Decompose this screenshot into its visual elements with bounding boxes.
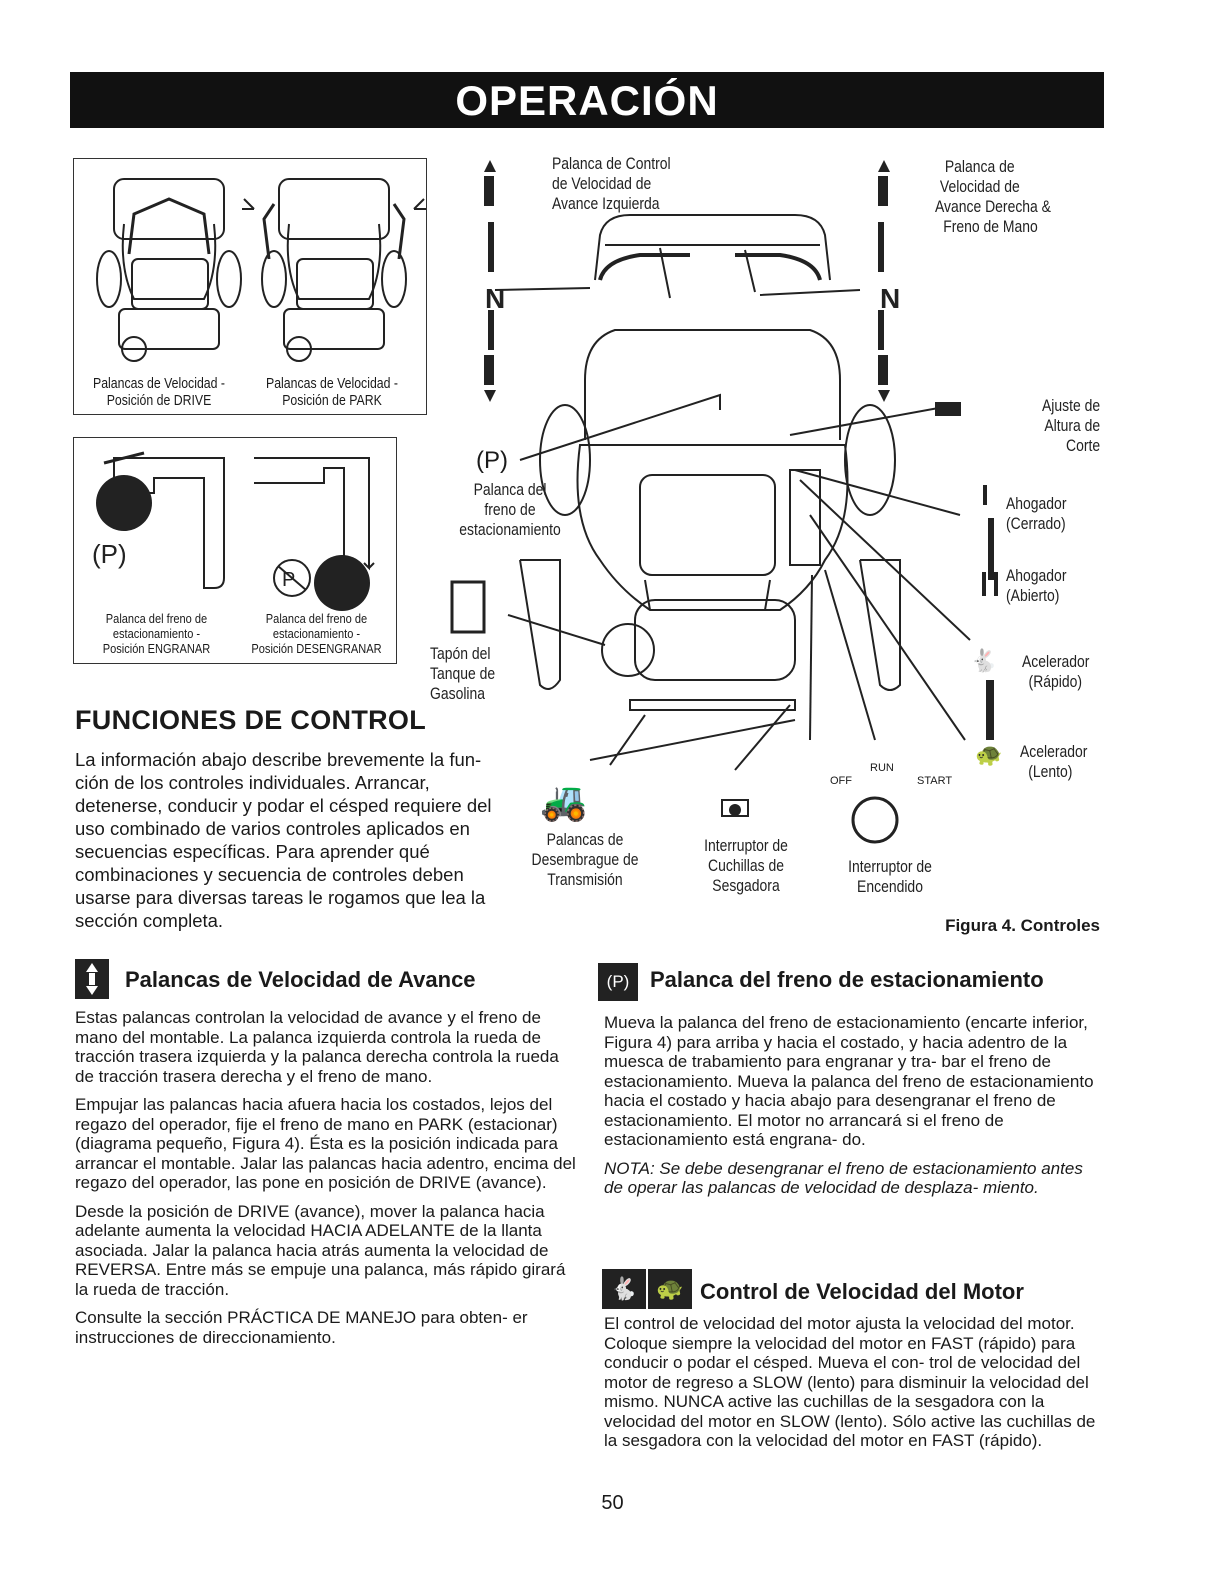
parking-brake-note: NOTA: Se debe desengranar el freno de es… [604, 1158, 1083, 1198]
tractor-clutch-icon: 🚜 [540, 781, 588, 823]
blade-label-line2: Cuchillas de [708, 856, 784, 875]
controls-figure-drawing: N N [450, 160, 998, 844]
engine-speed-title: Control de Velocidad del Motor [700, 1279, 1024, 1304]
fuel-cap-label-line1: Tapón del [430, 644, 491, 663]
page-title: OPERACIÓN [70, 72, 1104, 128]
engage-caption-line1: Palanca del freno de [105, 611, 208, 626]
brake-knob-engaged [96, 475, 152, 531]
blade-label-line1: Interruptor de [704, 836, 788, 855]
throttle-fast-label-line1: Acelerador [1022, 652, 1090, 671]
ignition-off-label: OFF [830, 775, 852, 787]
inset-parking-brake: (P) P Palanca del freno de estacionamien… [73, 437, 397, 664]
funciones-heading: FUNCIONES DE CONTROL [75, 705, 427, 735]
turtle-icon: 🐢 [975, 742, 1003, 767]
throttle-slow-label-line1: Acelerador [1020, 742, 1088, 761]
park-caption-line2: Posición de PARK [282, 392, 382, 409]
svg-text:P: P [282, 569, 295, 591]
choke-closed-label-line1: Ahogador [1006, 494, 1067, 513]
engage-caption-line3: Posición ENGRANAR [102, 641, 211, 656]
engine-speed-p1: El control de velocidad del motor ajusta… [604, 1314, 1096, 1450]
throttle-fast-label-line2: (Rápido) [1028, 672, 1083, 691]
right-lever-label-line3: Avance Derecha & [935, 197, 1051, 216]
choke-closed-label-line2: (Cerrado) [1006, 514, 1066, 533]
parking-brake-label-line2: freno de [484, 500, 536, 519]
ignition-label-line2: Encendido [857, 877, 923, 896]
speed-levers-p4: Consulte la sección PRÁCTICA DE MANEJO p… [75, 1308, 528, 1347]
park-caption-line1: Palancas de Velocidad - [266, 375, 398, 392]
ignition-run-label: RUN [870, 762, 894, 774]
ignition-label-line1: Interruptor de [848, 857, 932, 876]
parking-brake-label-line3: estacionamiento [459, 520, 561, 539]
parking-brake-label-line1: Palanca del [473, 480, 547, 499]
svg-text:(P): (P) [92, 539, 127, 569]
fuel-cap-label-line3: Gasolina [430, 684, 486, 703]
left-lever-label-line2: de Velocidad de [552, 174, 652, 193]
parking-brake-body: Mueva la palanca del freno de estacionam… [604, 1013, 1104, 1207]
throttle-slow-label-line2: (Lento) [1028, 762, 1073, 781]
parking-brake-icon-label: (P) [606, 972, 630, 991]
disengage-caption-line2: estacionamiento - [272, 626, 361, 641]
disengage-caption-line3: Posición DESENGRANAR [251, 641, 382, 656]
mower-top-view-illustration [96, 178, 426, 362]
clutch-label-line1: Palancas de [546, 830, 624, 849]
parking-brake-section-icon: (P) [598, 963, 638, 1001]
drive-caption-line2: Posición de DRIVE [106, 392, 212, 409]
fuel-cap-label-line2: Tanque de [430, 664, 496, 683]
right-lever-label-line2: Velocidad de [939, 177, 1020, 196]
cut-height-label-line2: Altura de [1044, 416, 1101, 435]
rabbit-section-icon: 🐇 [602, 1269, 646, 1309]
engine-speed-body: El control de velocidad del motor ajusta… [604, 1314, 1104, 1460]
ignition-start-label: START [917, 775, 953, 787]
choke-open-label-line1: Ahogador [1006, 566, 1067, 585]
right-lever-label-line4: Freno de Mano [943, 217, 1038, 236]
speed-levers-p3: Desde la posición de DRIVE (avance), mov… [75, 1201, 566, 1299]
parking-brake-p1: Mueva la palanca del freno de estacionam… [604, 1013, 1094, 1149]
figure-caption: Figura 4. Controles [945, 916, 1100, 935]
clutch-label-line3: Transmisión [547, 870, 623, 889]
left-lever-label-line3: Avance Izquierda [552, 194, 660, 213]
parking-brake-title: Palanca del freno de estacionamiento [650, 967, 1044, 992]
funciones-body: La información abajo describe brevemente… [75, 749, 492, 931]
right-lever-label-line1: Palanca de [944, 157, 1015, 176]
engage-caption-line2: estacionamiento - [112, 626, 201, 641]
cut-height-label-line3: Corte [1066, 436, 1101, 455]
brake-knob-disengaged [314, 555, 370, 611]
parking-brake-illustration: (P) P [92, 451, 375, 611]
cut-height-label-line1: Ajuste de [1042, 396, 1101, 415]
speed-lever-section-icon [75, 959, 109, 999]
rabbit-icon: 🐇 [970, 648, 998, 673]
turtle-section-icon: 🐢 [648, 1269, 692, 1309]
left-lever-label-line1: Palanca de Control [552, 154, 671, 173]
speed-levers-p1: Estas palancas controlan la velocidad de… [75, 1008, 559, 1086]
choke-open-label-line2: (Abierto) [1006, 586, 1060, 605]
speed-levers-p2: Empujar las palancas hacia afuera hacia … [75, 1095, 576, 1192]
park-symbol-label: (P) [476, 447, 508, 474]
neutral-left-symbol: N [485, 283, 505, 314]
neutral-right-symbol: N [880, 283, 900, 314]
disengage-caption-line1: Palanca del freno de [265, 611, 368, 626]
blade-label-line3: Sesgadora [712, 876, 780, 895]
speed-levers-body: Estas palancas controlan la velocidad de… [75, 1008, 580, 1356]
speed-levers-title: Palancas de Velocidad de Avance [125, 967, 476, 992]
inset-speed-levers: Palancas de Velocidad - Posición de DRIV… [73, 158, 427, 415]
clutch-label-line2: Desembrague de [531, 850, 639, 869]
drive-caption-line1: Palancas de Velocidad - [93, 375, 225, 392]
page-number: 50 [601, 1492, 624, 1514]
